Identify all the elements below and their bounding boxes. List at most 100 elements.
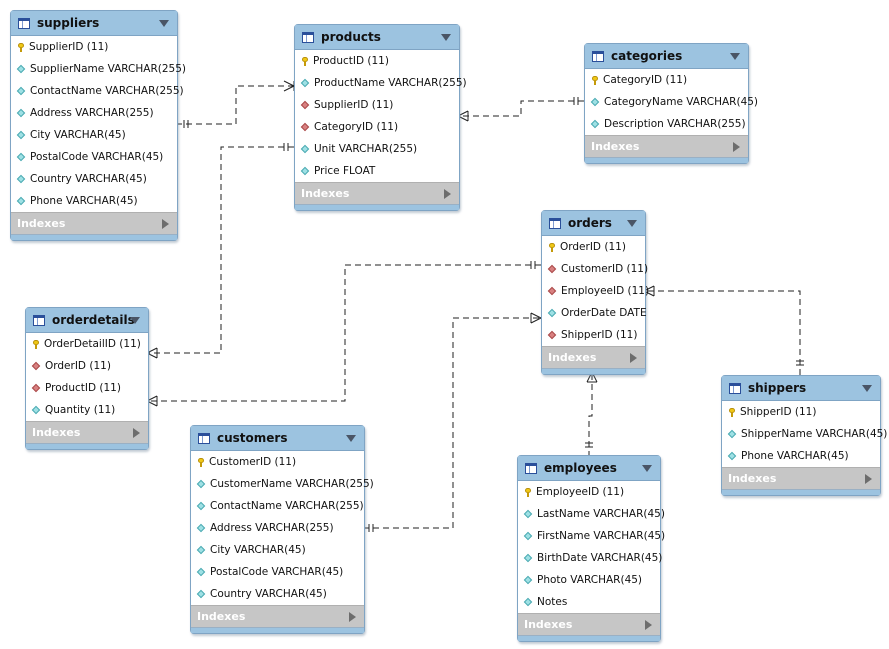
column-name: Country (30, 173, 72, 185)
expand-arrow-icon[interactable] (162, 219, 169, 229)
column-row[interactable]: Phone VARCHAR(45) (11, 190, 177, 212)
column-row[interactable]: FirstName VARCHAR(45) (518, 525, 665, 547)
collapse-arrow-icon[interactable] (346, 435, 356, 442)
column-row[interactable]: CategoryID (11) (295, 116, 459, 138)
column-type: VARCHAR(45) (776, 450, 849, 462)
column-row[interactable]: Country VARCHAR(45) (191, 583, 364, 605)
column-row[interactable]: OrderDate DATE (542, 302, 647, 324)
table-title: shippers (748, 381, 807, 395)
column-row[interactable]: SupplierID (11) (11, 36, 177, 58)
table-header[interactable]: orders (542, 211, 645, 236)
column-row[interactable]: CustomerID (11) (191, 451, 364, 473)
column-row[interactable]: EmployeeID (11) (542, 280, 649, 302)
table-icon (549, 217, 561, 229)
column-row[interactable]: Address VARCHAR(255) (191, 517, 364, 539)
column-name: Phone (741, 450, 774, 462)
column-row[interactable]: City VARCHAR(45) (191, 539, 364, 561)
collapse-arrow-icon[interactable] (862, 385, 872, 392)
column-row[interactable]: SupplierID (11) (295, 94, 459, 116)
primary-key-icon (525, 487, 531, 497)
indexes-section[interactable]: Indexes (585, 135, 748, 157)
column-row[interactable]: ShipperID (11) (542, 324, 645, 346)
column-row[interactable]: BirthDate VARCHAR(45) (518, 547, 662, 569)
column-row[interactable]: Notes (518, 591, 660, 613)
column-row[interactable]: Country VARCHAR(45) (11, 168, 177, 190)
collapse-arrow-icon[interactable] (130, 317, 140, 324)
table-header[interactable]: shippers (722, 376, 880, 401)
expand-arrow-icon[interactable] (733, 142, 740, 152)
column-row[interactable]: ContactName VARCHAR(255) (191, 495, 364, 517)
column-row[interactable]: EmployeeID (11) (518, 481, 660, 503)
column-row[interactable]: CustomerName VARCHAR(255) (191, 473, 374, 495)
expand-arrow-icon[interactable] (645, 620, 652, 630)
column-row[interactable]: OrderID (11) (26, 355, 148, 377)
collapse-arrow-icon[interactable] (627, 220, 637, 227)
indexes-section[interactable]: Indexes (295, 182, 459, 204)
indexes-section[interactable]: Indexes (542, 346, 645, 368)
column-row[interactable]: Quantity (11) (26, 399, 148, 421)
column-type: VARCHAR(255) (295, 478, 374, 490)
column-row[interactable]: Description VARCHAR(255) (585, 113, 748, 135)
column-row[interactable]: ProductID (11) (295, 50, 459, 72)
column-type: VARCHAR(255) (338, 143, 418, 155)
indexes-section[interactable]: Indexes (722, 467, 880, 489)
table-header[interactable]: suppliers (11, 11, 177, 36)
table-header[interactable]: products (295, 25, 459, 50)
column-row[interactable]: Phone VARCHAR(45) (722, 445, 880, 467)
column-row[interactable]: Price FLOAT (295, 160, 459, 182)
collapse-arrow-icon[interactable] (730, 53, 740, 60)
column-row[interactable]: City VARCHAR(45) (11, 124, 177, 146)
column-name: PostalCode (210, 566, 269, 578)
column-row[interactable]: SupplierName VARCHAR(255) (11, 58, 186, 80)
table-header[interactable]: employees (518, 456, 660, 481)
table-header[interactable]: customers (191, 426, 364, 451)
table-header[interactable]: orderdetails (26, 308, 148, 333)
column-row[interactable]: ShipperName VARCHAR(45) (722, 423, 887, 445)
column-name: ContactName (30, 85, 102, 97)
column-icon (197, 480, 205, 488)
column-row[interactable]: CategoryID (11) (585, 69, 748, 91)
column-row[interactable]: ShipperID (11) (722, 401, 880, 423)
expand-arrow-icon[interactable] (865, 474, 872, 484)
column-icon (197, 524, 205, 532)
column-icon (17, 87, 25, 95)
collapse-arrow-icon[interactable] (642, 465, 652, 472)
column-row[interactable]: ProductName VARCHAR(255) (295, 72, 467, 94)
column-row[interactable]: CategoryName VARCHAR(45) (585, 91, 758, 113)
column-row[interactable]: CustomerID (11) (542, 258, 648, 280)
column-row[interactable]: Unit VARCHAR(255) (295, 138, 459, 160)
column-row[interactable]: OrderDetailID (11) (26, 333, 148, 355)
indexes-section[interactable]: Indexes (518, 613, 660, 635)
expand-arrow-icon[interactable] (630, 353, 637, 363)
column-type: (11) (602, 486, 625, 498)
column-row[interactable]: PostalCode VARCHAR(45) (11, 146, 177, 168)
indexes-section[interactable]: Indexes (11, 212, 177, 234)
table-header[interactable]: categories (585, 44, 748, 69)
column-row[interactable]: LastName VARCHAR(45) (518, 503, 665, 525)
expand-arrow-icon[interactable] (349, 612, 356, 622)
column-row[interactable]: ContactName VARCHAR(255) (11, 80, 184, 102)
expand-arrow-icon[interactable] (133, 428, 140, 438)
column-icon (524, 576, 532, 584)
column-name: BirthDate (537, 552, 588, 564)
column-row[interactable]: Photo VARCHAR(45) (518, 569, 660, 591)
column-row[interactable]: Address VARCHAR(255) (11, 102, 177, 124)
indexes-label: Indexes (728, 472, 777, 485)
expand-arrow-icon[interactable] (444, 189, 451, 199)
column-row[interactable]: OrderID (11) (542, 236, 645, 258)
indexes-section[interactable]: Indexes (26, 421, 148, 443)
collapse-arrow-icon[interactable] (441, 34, 451, 41)
column-row[interactable]: PostalCode VARCHAR(45) (191, 561, 364, 583)
indexes-section[interactable]: Indexes (191, 605, 364, 627)
column-icon (524, 510, 532, 518)
collapse-arrow-icon[interactable] (159, 20, 169, 27)
column-row[interactable]: ProductID (11) (26, 377, 148, 399)
